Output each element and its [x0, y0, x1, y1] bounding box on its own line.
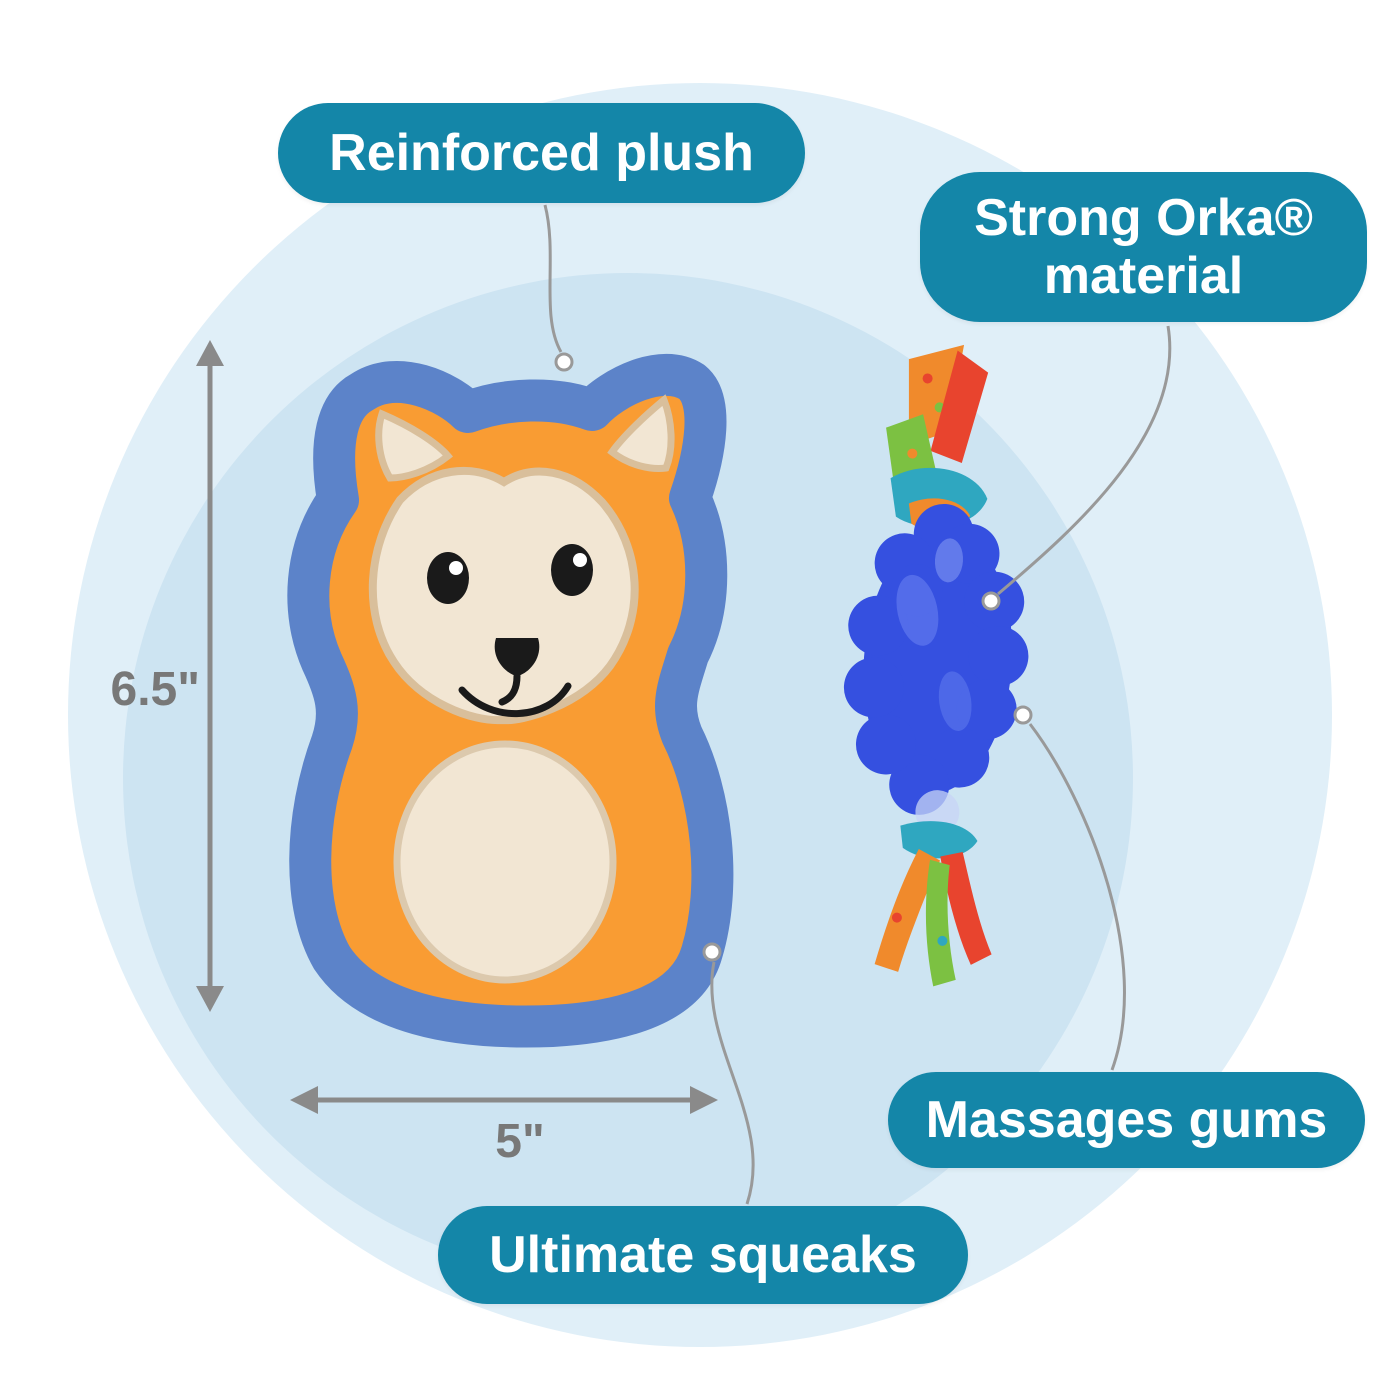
callout-ultimate-squeaks: Ultimate squeaks: [438, 1206, 968, 1304]
orka-berry-body: [843, 503, 1029, 835]
fox-face-patch: [368, 466, 639, 725]
connector-ultimate-squeaks: [710, 961, 755, 1205]
callout-reinforced-plush: Reinforced plush: [278, 103, 805, 203]
connector-dot-squeaks: [702, 942, 722, 962]
height-measurement-label: 6.5": [110, 663, 200, 716]
fox-plush-toy: [287, 353, 734, 1048]
connector-massages-gums: [1028, 723, 1126, 1071]
width-dimension-arrow: [290, 1086, 718, 1114]
fox-left-inner-ear: [375, 409, 454, 482]
connector-dot-massages: [1013, 705, 1033, 725]
connector-strong-orka: [997, 325, 1172, 596]
connector-dot-reinforced: [554, 352, 574, 372]
callout-connectors: [543, 204, 1172, 1205]
orka-chew-toy: [843, 344, 1029, 987]
fox-nose-mouth: [458, 638, 572, 717]
fox-belly: [393, 740, 617, 984]
callout-strong-orka-material: Strong Orka® material: [920, 172, 1367, 322]
width-measurement-label: 5": [495, 1115, 545, 1168]
fox-eyes: [427, 544, 593, 604]
orka-bottom-ribbons: [874, 821, 992, 987]
height-dimension-arrow: [196, 340, 224, 1012]
connector-dot-orka: [981, 591, 1001, 611]
connector-reinforced-plush: [543, 204, 563, 353]
callout-massages-gums: Massages gums: [888, 1072, 1365, 1168]
fox-right-inner-ear: [607, 394, 675, 472]
